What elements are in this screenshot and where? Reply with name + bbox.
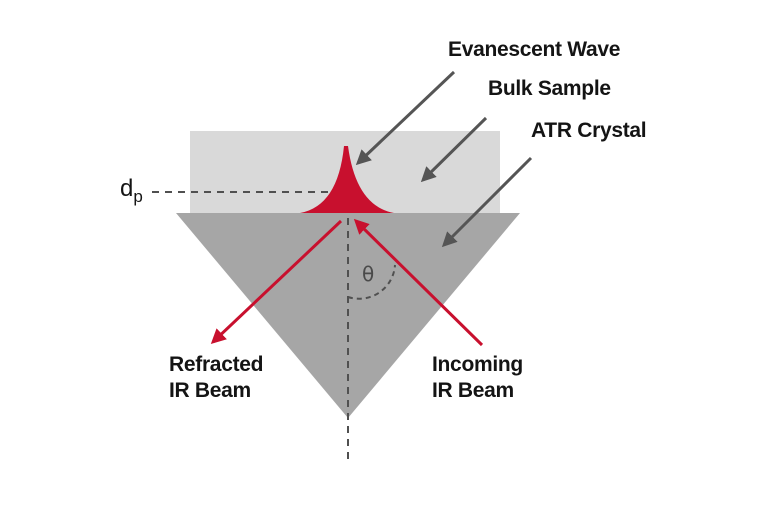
bulk-sample-pointer [420,116,488,183]
incoming-beam-label-line1: Incoming [432,353,523,376]
evanescent-wave-shape [300,146,394,213]
refracted-beam-label-line1: Refracted [169,353,263,376]
incoming-ir-beam-arrow [353,218,484,347]
dp-label: dp [120,175,143,206]
theta-label: θ [362,262,374,286]
atr-crystal-pointer [441,156,533,248]
dp-label-sub: p [133,187,142,206]
refracted-ir-beam-arrow [210,219,343,345]
bulk-sample-label: Bulk Sample [488,77,611,100]
incoming-beam-label-line2: IR Beam [432,379,514,402]
refracted-beam-label-line2: IR Beam [169,379,251,402]
evanescent-wave-pointer [355,70,456,166]
dp-label-main: d [120,175,133,202]
atr-crystal-label: ATR Crystal [531,119,646,142]
evanescent-wave-label: Evanescent Wave [448,38,620,61]
theta-angle-arc [347,264,396,300]
